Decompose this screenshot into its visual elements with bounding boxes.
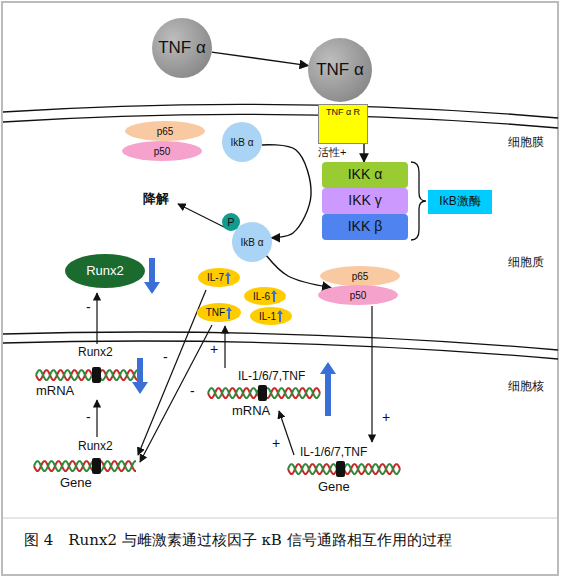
arrow [96,293,97,344]
cytokine: TNF [197,303,240,322]
runx2-protein: Runx2 [65,254,145,288]
connector [267,256,331,288]
node-text: Runx2 [86,264,124,278]
node-text: p50 [350,290,367,301]
node-text: IkB激酶 [439,195,480,208]
degradation-label: 降解 [143,192,169,206]
bracket [411,162,426,240]
mrna-label: mRNA [36,384,74,398]
ikb-kinase-label: IkB激酶 [428,190,492,214]
tnf-receptor: TNF α R [318,104,368,144]
increase-arrow [271,290,277,302]
node-text: IL-1 [259,311,276,322]
ikk-beta: IKK β [322,214,408,240]
node-text: IKK α [348,167,383,182]
down-arrow [132,358,148,394]
node-text: TNF α [158,39,206,58]
sign-label: + [210,342,218,357]
increase-arrow [225,272,231,284]
region-label: 细胞质 [508,256,544,269]
ikb-protein: IkB α [222,122,262,162]
cell-membrane [3,114,558,128]
sign-label: - [163,350,168,365]
node-text: IL-7 [207,272,224,283]
connector [262,145,311,238]
increase-arrow [277,310,283,322]
cell-membrane [3,104,558,118]
region-label: 细胞核 [508,380,544,393]
down-arrow [144,258,160,294]
gene-name: IL-1/6/7,TNF [238,370,305,383]
node-text: p65 [352,271,369,282]
dna-group [34,367,400,477]
connector [363,144,364,162]
dna-strand [34,461,136,471]
node-text: p65 [157,126,174,137]
node-text: TNF [206,307,225,318]
dna-strand [36,370,138,380]
ikb-phosphorylated: IkB α [232,222,272,262]
arrow [96,400,97,437]
sign-label: + [272,436,280,451]
node-text: IKK γ [348,193,381,208]
p65-protein: p65 [320,266,400,286]
nuclear-membrane [3,341,558,359]
gene-label: Gene [318,480,350,494]
node-text: TNF α [316,61,364,80]
node-text: p50 [154,146,171,157]
arrow [279,411,294,455]
gene-marker [258,385,267,401]
arrow [371,306,372,442]
tnf-ligand-bound: TNF α [308,38,372,102]
gene-marker [336,461,345,477]
connector [212,52,309,65]
cytokine: IL-7 [198,268,240,287]
sign-label: + [382,410,390,425]
mrna-label: mRNA [232,404,270,418]
sign-label: - [190,384,195,399]
p65-protein: p65 [125,121,205,141]
node-text: IkB α [240,237,263,248]
gene-name: Runx2 [78,440,113,453]
sign-label: - [86,410,91,425]
up-arrow [320,362,336,416]
dna-strand [36,370,138,380]
node-text: IL-6 [253,291,270,302]
node-text: P [227,216,234,228]
gene-name: Runx2 [78,346,113,359]
dna-strand [34,461,136,471]
cytokine: IL-6 [244,287,285,305]
gene-marker [92,458,101,474]
p50-protein: p50 [318,285,398,305]
ikk-alpha: IKK α [322,162,408,188]
region-label: 细胞膜 [508,136,544,149]
ikk-gamma: IKK γ [322,188,408,214]
node-text: IKK β [348,219,383,234]
caption-rule [3,518,557,519]
p50-protein: p50 [122,141,202,161]
gene-name: IL-1/6/7,TNF [300,446,367,459]
node-text: IkB α [230,137,253,148]
caption: 图 4 Runx2 与雌激素通过核因子 κB 信号通路相互作用的过程 [24,532,452,549]
leader-arrows [97,204,372,462]
arrow [140,325,212,462]
cytokine: IL-1 [250,307,291,325]
sign-label: - [86,300,91,315]
edge-label: 活性+ [318,146,346,158]
node-text: TNF α R [326,108,360,118]
gene-label: Gene [60,476,92,490]
arrow [224,326,225,368]
arrow [138,290,206,455]
gene-marker [92,367,101,383]
increase-arrow [226,307,232,319]
phosphate: P [222,213,240,231]
tnf-ligand: TNF α [152,18,212,78]
